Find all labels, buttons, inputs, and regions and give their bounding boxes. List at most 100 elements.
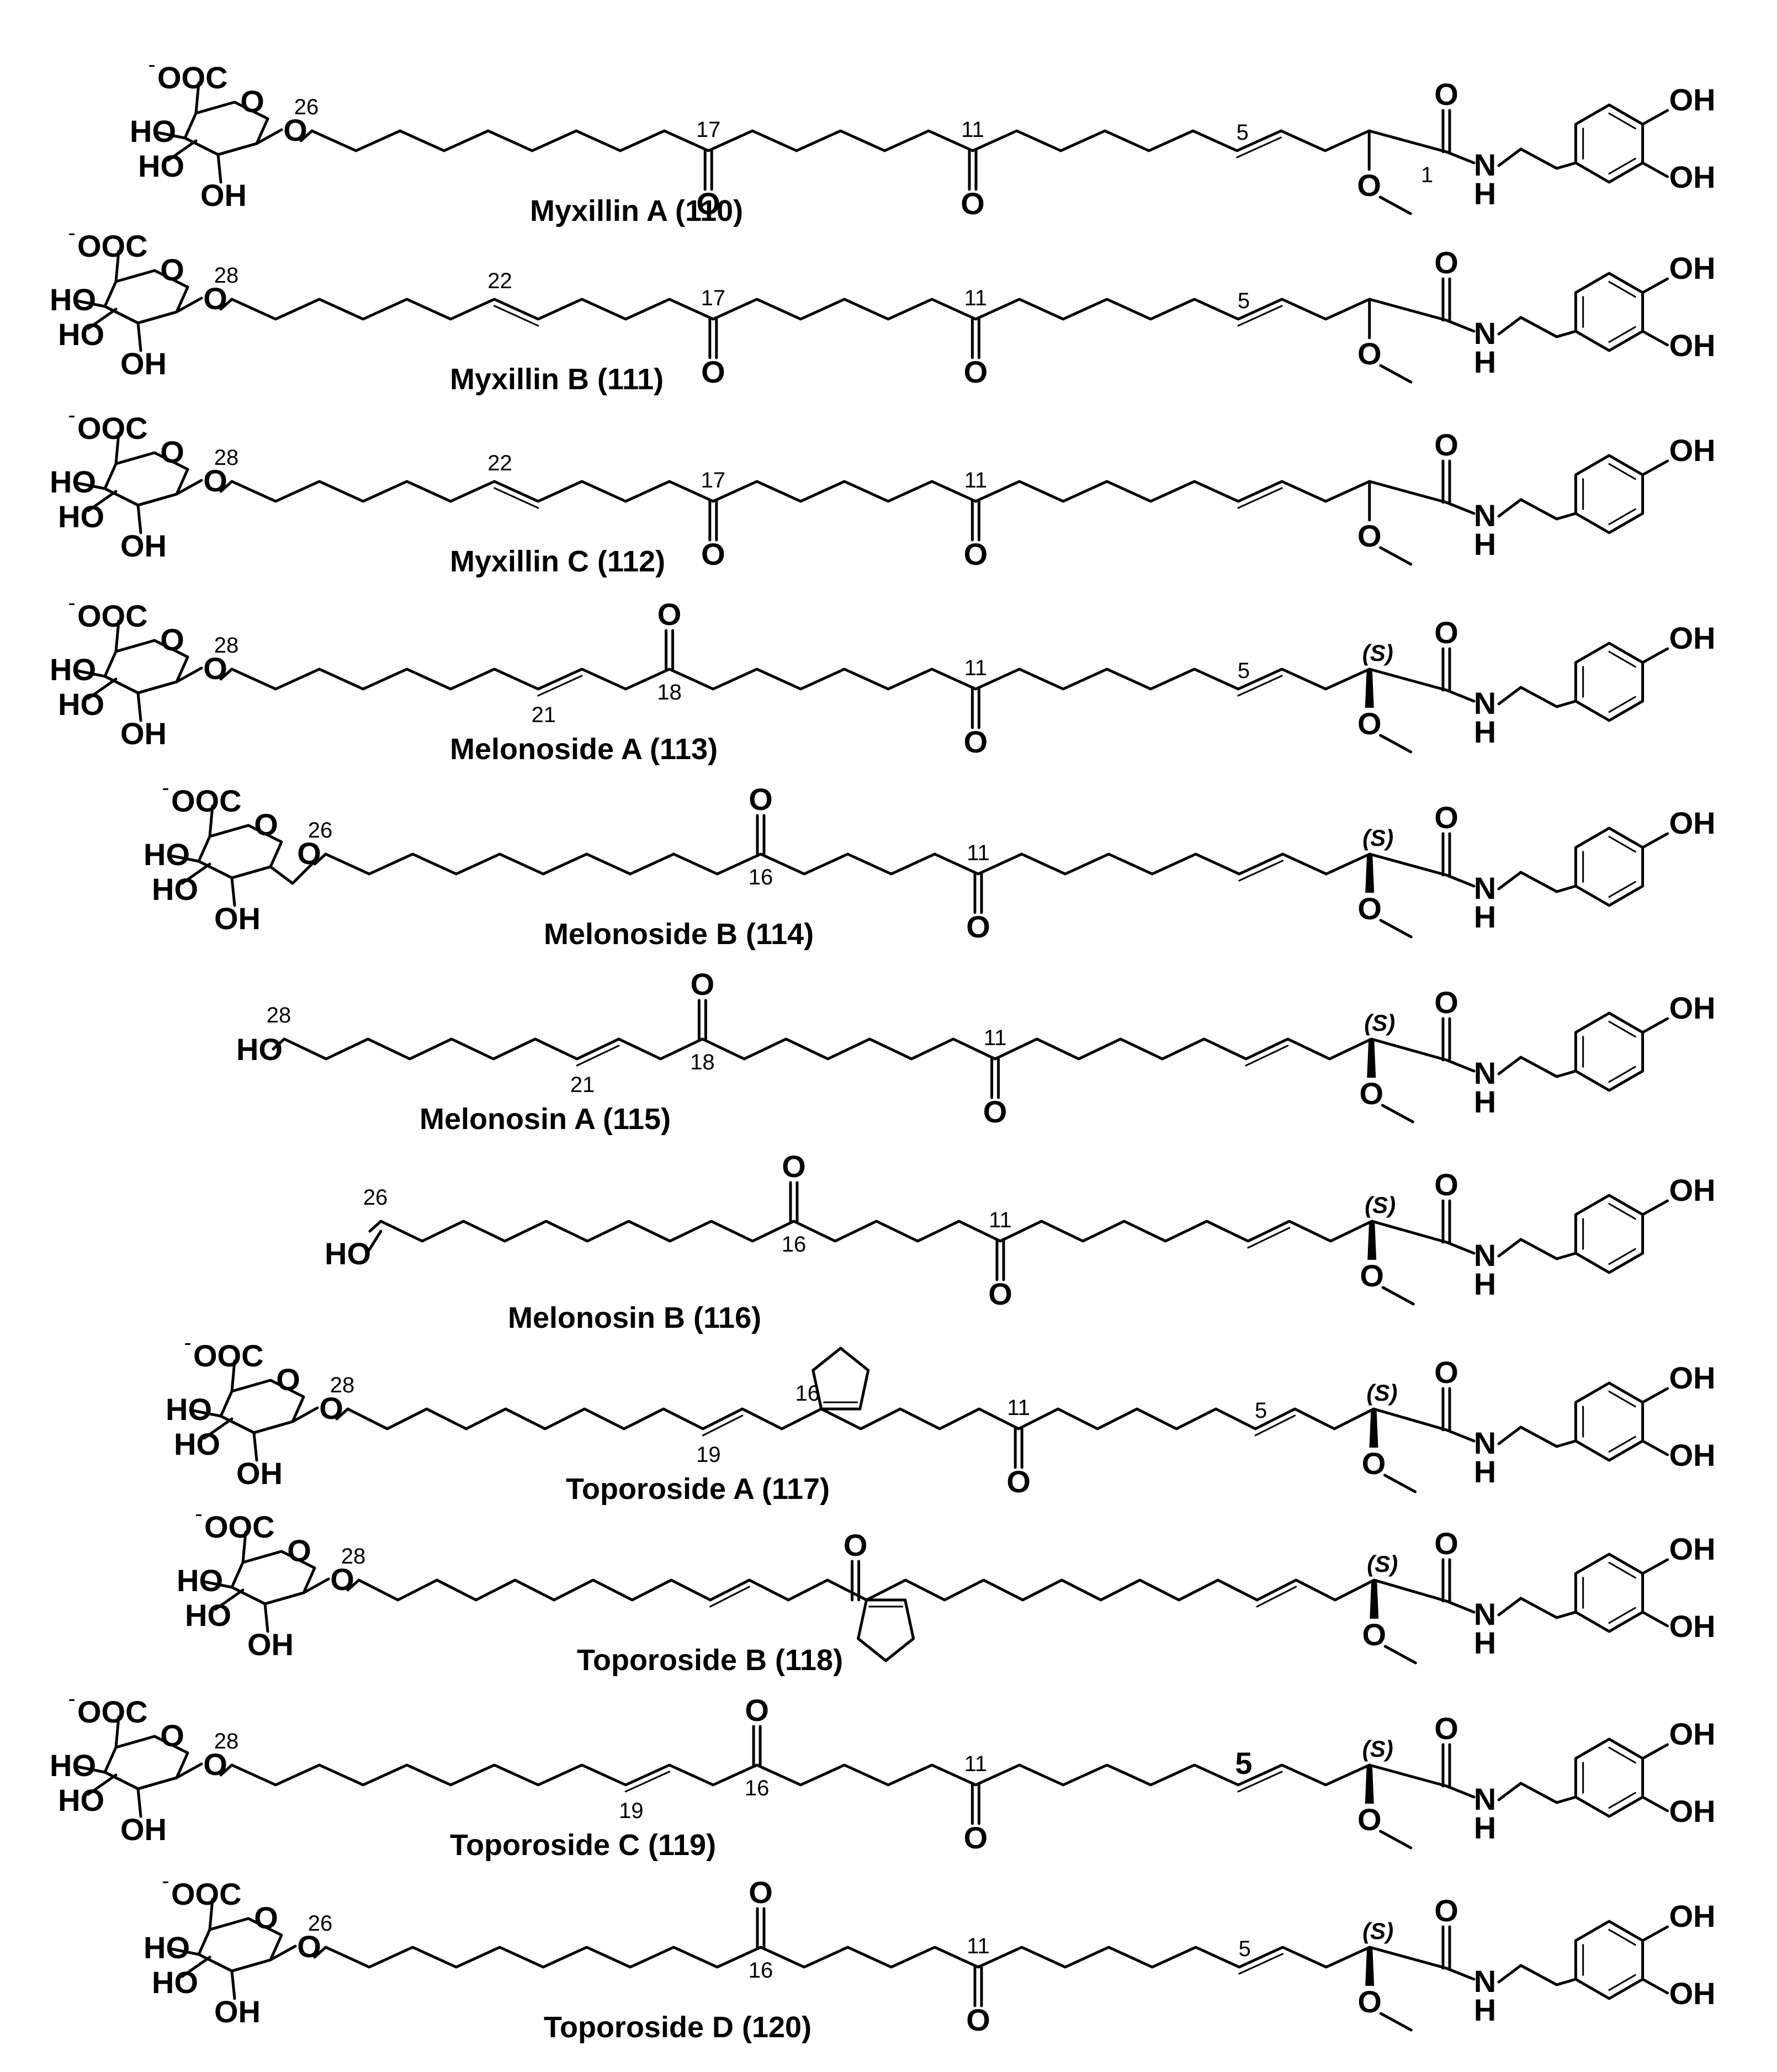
hydroxy-label: OH — [1669, 990, 1716, 1025]
charge-minus: - — [68, 591, 75, 615]
chain-bond — [219, 298, 234, 311]
hydroxy-bond — [167, 139, 198, 162]
ethyl-bond — [1497, 316, 1523, 336]
hydroxy-bond — [1641, 1017, 1669, 1034]
chain-bond — [1368, 480, 1448, 504]
ethyl-bond — [1497, 686, 1523, 706]
ethyl-bond — [1497, 1238, 1523, 1258]
ketone-oxygen: O — [988, 1276, 1012, 1311]
carbon-number: 11 — [967, 1934, 990, 1958]
charge-minus: - — [184, 1331, 191, 1355]
chain-bond — [299, 129, 314, 142]
alkene-double-bond — [1256, 1586, 1297, 1608]
hydroxy-label: HO — [144, 837, 190, 872]
amide-hydrogen: H — [1474, 1625, 1496, 1660]
glycosidic-bond — [175, 666, 203, 683]
ethyl-bond — [1497, 1056, 1523, 1075]
carbon-number: 11 — [984, 1026, 1007, 1050]
hydroxy-label: OH — [120, 1812, 167, 1847]
compound-m119: OOOC-HOHOOHO28195O16O11(S)OONHOHOHToporo… — [50, 1687, 1716, 1862]
carbon-number: 5 — [1237, 120, 1249, 145]
hydroxy-label: HO — [50, 652, 96, 687]
carbon-number: 28 — [330, 1373, 355, 1397]
sugar-bold-bond — [103, 675, 140, 695]
carbon-number: 17 — [701, 468, 726, 492]
compound-caption: Myxillin A (110) — [530, 194, 743, 227]
ketone-oxygen: O — [961, 186, 985, 221]
amide-hydrogen: H — [1474, 1810, 1496, 1845]
hydroxy-label: OH — [1669, 328, 1716, 363]
hydroxy-bond — [1641, 1387, 1669, 1404]
aromatic-bond — [1608, 1746, 1636, 1764]
hydroxy-bond — [136, 504, 142, 534]
carboxylate-label: OOC — [77, 229, 148, 263]
ketone-oxygen: O — [701, 354, 725, 389]
benzene-ring — [1574, 1011, 1645, 1092]
ketone-oxygen: O — [844, 1528, 868, 1562]
hydroxy-bond — [203, 1580, 234, 1589]
glycosidic-oxygen: O — [203, 651, 227, 686]
ketone-oxygen: O — [782, 1149, 806, 1184]
aromatic-bond — [1608, 463, 1636, 480]
methoxy-oxygen: O — [1359, 1076, 1383, 1111]
carbon-number: 28 — [267, 1003, 291, 1027]
ketone-oxygen: O — [745, 1693, 769, 1727]
methoxy-oxygen: O — [1357, 1802, 1382, 1837]
carboxylate-bond — [114, 250, 120, 283]
ethyl-bond — [1497, 871, 1523, 891]
stereo-wedge — [1370, 1580, 1379, 1619]
charge-minus: - — [162, 776, 169, 800]
carbon-number: 18 — [690, 1050, 715, 1074]
hydroxy-label: HO — [174, 1427, 220, 1461]
hydroxy-label: OH — [120, 528, 167, 563]
glycosidic-bond — [302, 1577, 330, 1594]
hydroxy-bond — [76, 1765, 107, 1774]
aryl-bond — [1555, 330, 1577, 338]
amide-nitrogen: N — [1474, 1964, 1496, 1999]
charge-minus: - — [68, 221, 75, 245]
ethyl-bond — [1519, 1964, 1558, 1986]
carbon-number: 28 — [214, 633, 239, 658]
carbon-number: 5 — [1239, 1937, 1251, 1961]
aromatic-bond — [1608, 835, 1636, 853]
ketone-oxygen: O — [966, 2002, 990, 2037]
aromatic-bond — [1608, 157, 1636, 175]
glycosidic-oxygen: O — [283, 113, 307, 147]
ketone-oxygen: O — [983, 1094, 1007, 1129]
aromatic-bond — [1608, 1390, 1636, 1408]
methyl-bond — [1383, 1474, 1417, 1493]
charge-minus: - — [68, 403, 75, 427]
hydroxy-bond — [136, 321, 142, 352]
amide-bond — [1445, 1428, 1476, 1443]
carbon-number: 16 — [749, 865, 773, 889]
hydroxy-label: OH — [1669, 1173, 1716, 1207]
hydroxy-label: OH — [1669, 1716, 1716, 1751]
amide-hydrogen: H — [1474, 176, 1496, 211]
amide-nitrogen: N — [1474, 1238, 1496, 1273]
hydroxy-bond — [230, 876, 236, 907]
aromatic-bond — [1608, 280, 1636, 298]
carboxylate-bond — [241, 1530, 247, 1564]
alkene-double-bond — [702, 1414, 744, 1437]
compound-m114: OOOC-HOHOOHO26O16O11(S)OONHOHMelonoside … — [144, 776, 1716, 951]
alkene-double-bond — [1237, 1771, 1283, 1793]
methyl-bond — [1379, 734, 1413, 754]
sugar-bold-bond — [230, 1958, 272, 1973]
carbon-number: 28 — [214, 1729, 239, 1753]
carbon-number: 26 — [308, 1911, 333, 1936]
fatty-chain — [324, 852, 1371, 876]
hydroxy-bond — [365, 1230, 383, 1255]
amide-oxygen: O — [1434, 800, 1458, 835]
ketone-oxygen: O — [701, 537, 725, 571]
glycosidic-bond — [269, 1944, 297, 1962]
glycosidic-bond — [175, 296, 203, 314]
aryl-bond — [1555, 1252, 1577, 1260]
carbon-number: 17 — [696, 118, 721, 142]
carbon-number: 28 — [341, 1544, 366, 1568]
hydroxy-label: OH — [120, 346, 167, 381]
amide-oxygen: O — [1434, 1526, 1458, 1561]
aromatic-bond — [1608, 1561, 1636, 1579]
hydroxy-label: OH — [1669, 806, 1716, 840]
